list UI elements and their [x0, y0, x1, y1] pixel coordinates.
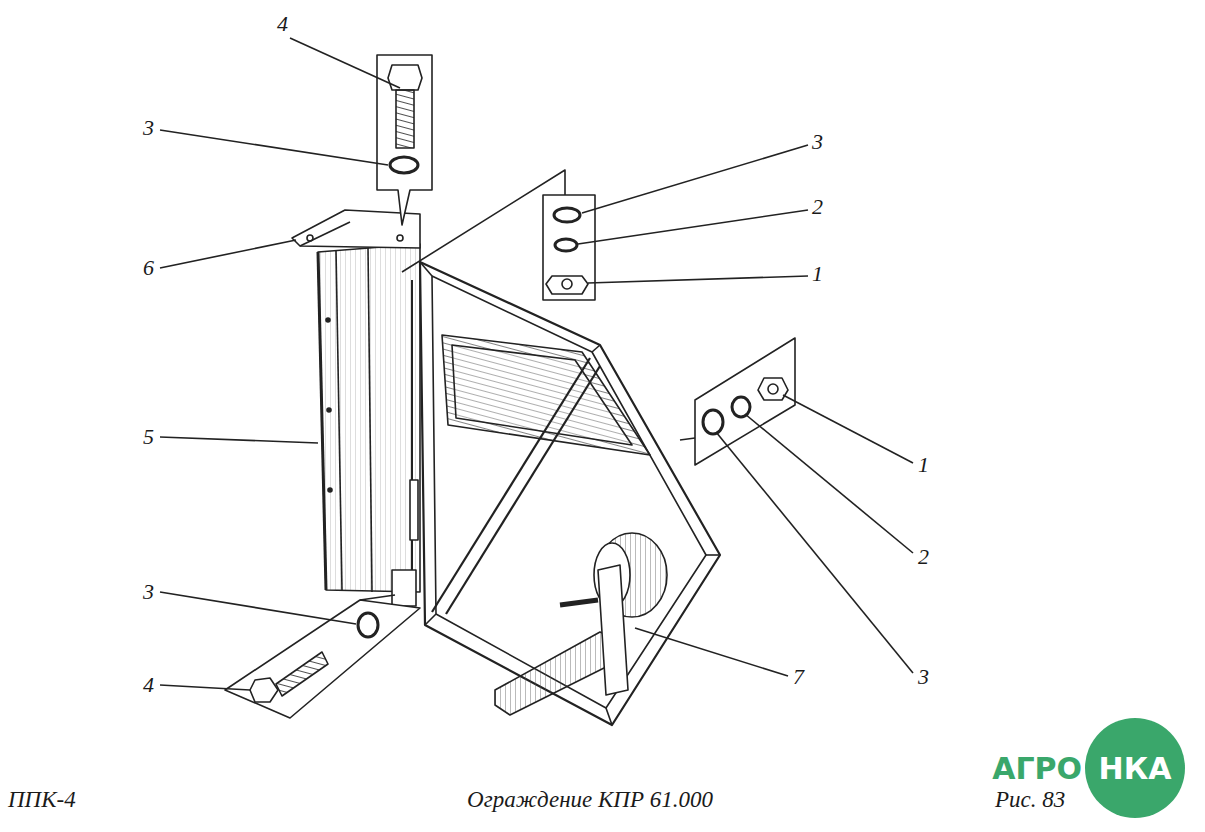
callout-number: 1	[918, 454, 929, 476]
callout-number: 7	[793, 666, 804, 688]
callout-number: 2	[918, 546, 929, 568]
callout-number: 3	[812, 131, 823, 153]
logo-text: АГРО	[992, 754, 1082, 784]
callout-number: 2	[812, 196, 823, 218]
callout-number: 1	[812, 263, 823, 285]
callout-number: 6	[143, 257, 154, 279]
logo-circle	[1085, 718, 1185, 818]
callout-number: 5	[143, 426, 154, 448]
machine-code: ППК-4	[8, 788, 76, 811]
callout-number: 3	[143, 117, 154, 139]
callout-number: 3	[143, 581, 154, 603]
figure-number: Рис. 83	[995, 788, 1065, 811]
figure-caption: Ограждение КПР 61.000	[467, 788, 713, 811]
logo-text: НКА	[1099, 754, 1172, 784]
callout-number: 3	[918, 666, 929, 688]
callout-number: 4	[143, 674, 154, 696]
callout-number: 4	[277, 13, 288, 35]
